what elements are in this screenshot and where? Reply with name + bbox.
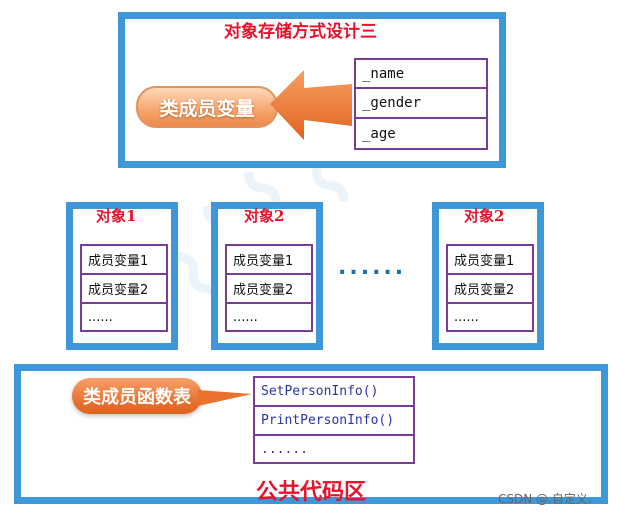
object-row: ...... bbox=[233, 309, 258, 325]
member-row-name: _name bbox=[356, 60, 486, 89]
member-row-gender: _gender bbox=[356, 89, 486, 119]
member-row-age: _age bbox=[362, 125, 396, 142]
code-area-title: 公共代码区 bbox=[256, 479, 367, 505]
object-title-3: 对象2 bbox=[464, 207, 505, 225]
object-row: 成员变量1 bbox=[448, 246, 532, 275]
object-title-1: 对象1 bbox=[96, 207, 137, 225]
function-row-setpersoninfo: SetPersonInfo() bbox=[255, 378, 413, 407]
member-variable-table: _name _gender _age bbox=[354, 58, 488, 150]
member-variable-label: 类成员变量 bbox=[136, 86, 278, 128]
pointer-icon bbox=[198, 390, 252, 406]
csdn-credit: CSDN @.自定义. bbox=[498, 492, 592, 506]
top-title: 对象存储方式设计三 bbox=[224, 22, 377, 42]
object-row: ...... bbox=[454, 309, 479, 325]
object-table-1: 成员变量1 成员变量2 ...... bbox=[80, 244, 168, 332]
object-row: 成员变量1 bbox=[82, 246, 166, 275]
object-row: 成员变量1 bbox=[227, 246, 311, 275]
object-title-2: 对象2 bbox=[244, 207, 285, 225]
arrow-icon bbox=[270, 70, 352, 140]
object-table-3: 成员变量1 成员变量2 ...... bbox=[446, 244, 534, 332]
function-row-ellipsis: ...... bbox=[261, 441, 308, 457]
function-table-label: 类成员函数表 bbox=[72, 378, 202, 414]
function-row-printpersoninfo: PrintPersonInfo() bbox=[255, 407, 413, 436]
object-row: 成员变量2 bbox=[82, 275, 166, 304]
object-separator: ...... bbox=[338, 255, 407, 280]
object-row: 成员变量2 bbox=[227, 275, 311, 304]
object-table-2: 成员变量1 成员变量2 ...... bbox=[225, 244, 313, 332]
object-row: ...... bbox=[88, 309, 113, 325]
function-table: SetPersonInfo() PrintPersonInfo() ...... bbox=[253, 376, 415, 464]
object-row: 成员变量2 bbox=[448, 275, 532, 304]
